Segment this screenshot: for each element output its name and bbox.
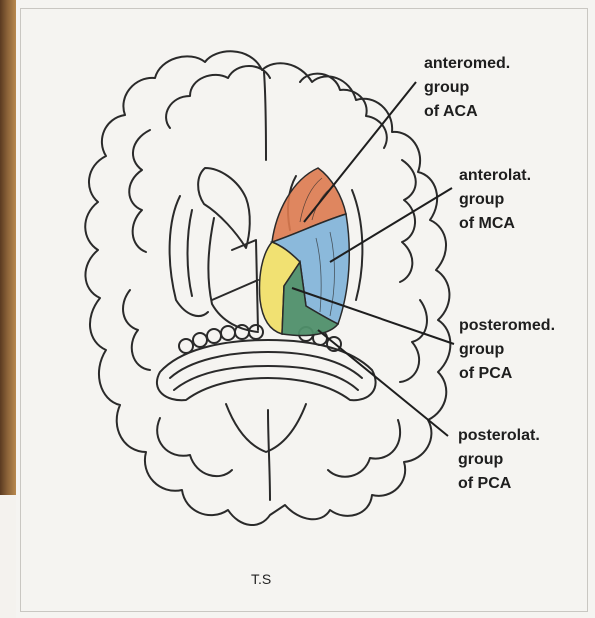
label-mca-line1: anterolat. (459, 164, 531, 188)
label-mca: anterolat. group of MCA (459, 164, 531, 236)
figure-caption: T.S (251, 571, 271, 587)
label-pca-lat-line1: posterolat. (458, 424, 540, 448)
label-mca-line3: of MCA (459, 212, 531, 236)
label-pca-lat-line3: of PCA (458, 472, 540, 496)
label-pca-lat-line2: group (458, 448, 540, 472)
leader-line-aca (304, 82, 416, 222)
label-aca-line1: anteromed. (424, 52, 510, 76)
label-pca-med-line3: of PCA (459, 362, 555, 386)
label-pca-med-line2: group (459, 338, 555, 362)
label-pca-med-line1: posteromed. (459, 314, 555, 338)
label-pca-lateral: posterolat. group of PCA (458, 424, 540, 496)
leader-line-pca-lat (318, 330, 448, 436)
label-aca: anteromed. group of ACA (424, 52, 510, 124)
label-aca-line2: group (424, 76, 510, 100)
lateral-ventricle (198, 168, 250, 248)
midline (264, 72, 266, 160)
label-mca-line2: group (459, 188, 531, 212)
label-pca-medial: posteromed. group of PCA (459, 314, 555, 386)
label-aca-line3: of ACA (424, 100, 510, 124)
